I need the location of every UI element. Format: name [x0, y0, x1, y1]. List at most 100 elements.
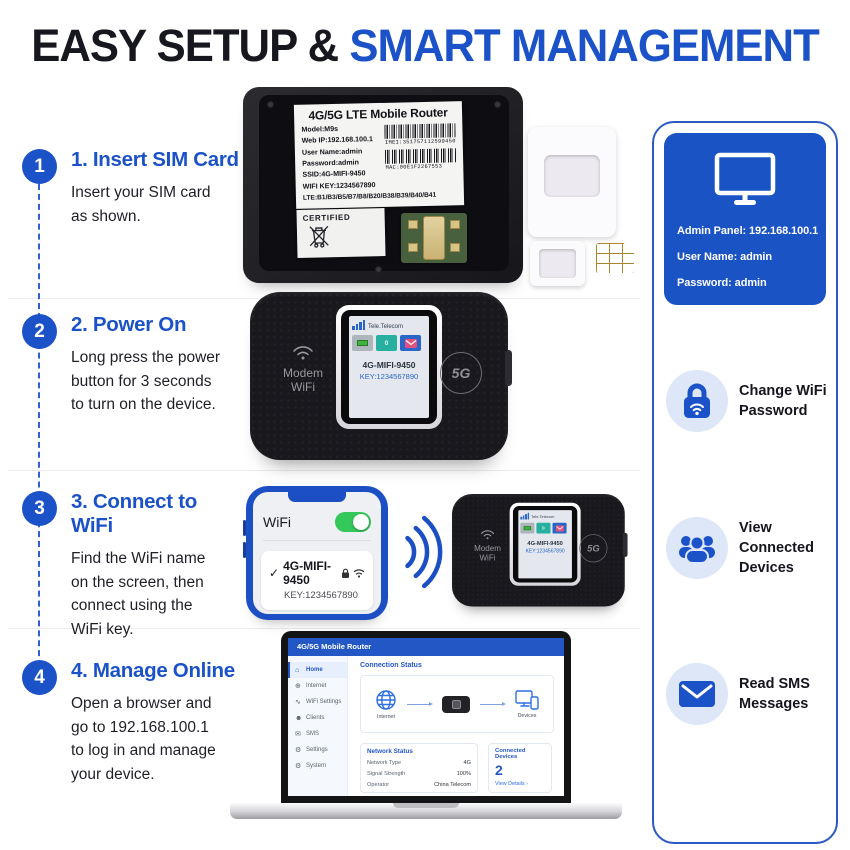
- lock-wifi-icon: [684, 383, 710, 418]
- sim-adapter-cutout: [544, 155, 600, 197]
- steps-connector-line: [38, 184, 40, 676]
- modem-wifi-logo: Modem WiFi: [272, 344, 334, 395]
- screw-icon: [494, 101, 501, 108]
- screw-icon: [267, 101, 274, 108]
- step-3: 3 3. Connect to WiFi Find the WiFi name …: [22, 490, 240, 641]
- device-spec-label: 4G/5G LTE Mobile Router Model:M9s Web IP…: [293, 101, 465, 209]
- step-1-number-badge: 1: [22, 149, 57, 184]
- checkmark-icon: ✓: [269, 566, 280, 580]
- gear-icon: ⚙: [295, 747, 302, 754]
- step-2: 2 2. Power On Long press the power butto…: [22, 313, 240, 417]
- 5g-badge: 5G: [579, 534, 608, 563]
- sidebar-item-settings[interactable]: ⚙Settings: [295, 747, 328, 754]
- wifi-network-card[interactable]: ✓ 4G-MIFI-9450 KEY:1234567890: [261, 551, 373, 610]
- carrier-name: Tele.Telecom: [531, 515, 555, 520]
- internet-node: Internet: [375, 689, 397, 720]
- battery-icon: [352, 335, 373, 351]
- step-3-heading: 3. Connect to WiFi: [71, 490, 197, 537]
- people-icon: [679, 535, 715, 564]
- label-web-ip: Web IP:192.168.100.1: [301, 135, 373, 146]
- step-3-number-badge: 3: [22, 491, 57, 526]
- feature-read-sms: Read SMS Messages: [666, 663, 834, 725]
- wifi-status-icon: 0: [376, 335, 397, 351]
- sidebar-item-clients[interactable]: ☻Clients: [295, 714, 325, 722]
- wifi-icon: [353, 569, 365, 578]
- sidebar-item-internet[interactable]: ⊕Internet: [295, 683, 327, 690]
- router-screen-ssid: 4G-MIFI-9450: [362, 360, 416, 370]
- phone-side-button: [243, 542, 246, 558]
- globe-icon: [376, 689, 396, 710]
- wifi-toggle[interactable]: [335, 512, 371, 532]
- feature-view-connected-devices: View Connected Devices: [666, 517, 834, 579]
- router-node: [442, 695, 470, 713]
- title-part-dark: EASY SETUP &: [31, 20, 350, 71]
- label-wifi-key: WIFI KEY:1234567890: [302, 180, 376, 191]
- lock-icon: [342, 568, 349, 578]
- sidebar-item-wifi-settings[interactable]: ∿WiFi Settings: [295, 699, 342, 706]
- feature-icon-circle: [666, 370, 728, 432]
- modem-wifi-logo: Modem WiFi: [467, 529, 509, 563]
- step-1-body: Insert your SIM card as shown.: [71, 184, 211, 225]
- laptop-illustration: 4G/5G Mobile Router ⌂Home ⊕Internet ∿WiF…: [281, 631, 571, 803]
- sidebar-item-home[interactable]: ⌂Home: [288, 662, 347, 678]
- smartphone-illustration: WiFi ✓ 4G-MIFI-9450 KEY:1234567890: [243, 486, 388, 620]
- weee-bin-icon: [309, 225, 329, 248]
- admin-web-ui: 4G/5G Mobile Router ⌂Home ⊕Internet ∿WiF…: [288, 638, 564, 796]
- sim-contact-pad: [450, 243, 460, 252]
- admin-ui-sidebar: ⌂Home ⊕Internet ∿WiFi Settings ☻Clients …: [288, 656, 348, 796]
- mifi-router-photo: Modem WiFi Tele.Telecom 0: [250, 292, 512, 460]
- 5g-badge: 5G: [440, 352, 482, 394]
- sim-adapter-micro: [530, 241, 585, 286]
- router-screen: Tele.Telecom 0 4G-MIFI-9450 KEY:12345678…: [509, 502, 581, 586]
- label-title: 4G/5G LTE Mobile Router: [308, 105, 448, 123]
- connected-devices-count: 2: [495, 762, 503, 778]
- admin-password: Password: admin: [677, 277, 767, 289]
- power-button: [622, 532, 628, 557]
- home-icon: ⌂: [295, 666, 300, 674]
- imei-barcode: [384, 123, 456, 139]
- page-title: EASY SETUP & SMART MANAGEMENT: [13, 20, 838, 72]
- step-3-body: Find the WiFi name on the screen, then c…: [71, 550, 206, 638]
- sim-contact-pad: [450, 220, 460, 229]
- view-details-link[interactable]: View Details ›: [495, 781, 528, 787]
- devices-node: Devices: [515, 689, 539, 719]
- sidebar-item-sms[interactable]: ✉SMS: [295, 731, 320, 738]
- router-screen-key: KEY:1234567890: [525, 547, 565, 554]
- connected-devices-card: Connected Devices 2 View Details ›: [488, 743, 552, 793]
- feature-label: Read SMS Messages: [739, 676, 810, 712]
- arrow-icon: [479, 701, 506, 708]
- step-4: 4 4. Manage Online Open a browser and go…: [22, 659, 240, 786]
- feature-icon-circle: [666, 517, 728, 579]
- sim-adapter-standard: [528, 127, 616, 237]
- laptop-base-notch: [393, 803, 459, 808]
- step-2-number-badge: 2: [22, 314, 57, 349]
- feature-icon-circle: [666, 663, 728, 725]
- brand-text: Modem WiFi: [474, 543, 501, 563]
- step-4-number-badge: 4: [22, 660, 57, 695]
- signal-bars-icon: [520, 512, 530, 520]
- signal-bars-icon: [352, 320, 365, 330]
- certified-text: CERTIFIED: [302, 212, 351, 223]
- nano-sim-chip: [596, 243, 634, 273]
- router-screen-key: KEY:1234567890: [359, 372, 419, 381]
- admin-username: User Name: admin: [677, 251, 772, 263]
- sidebar-item-system[interactable]: ⚙System: [295, 763, 327, 770]
- carrier-name: Tele.Telecom: [368, 324, 404, 330]
- sms-icon: [400, 335, 421, 351]
- feature-change-wifi-password: Change WiFi Password: [666, 370, 834, 432]
- imei-text: IMEI:351757112599450: [384, 138, 456, 146]
- arrow-icon: [406, 701, 433, 708]
- wifi-arcs-icon: [480, 530, 495, 540]
- screw-icon: [375, 266, 382, 273]
- phone-side-button: [243, 520, 246, 536]
- sms-icon: ✉: [295, 731, 301, 738]
- router-internals-photo: 4G/5G LTE Mobile Router Model:M9s Web IP…: [243, 87, 523, 283]
- step-4-body: Open a browser and go to 192.168.100.1 t…: [71, 695, 216, 783]
- step-1: 1 1. Insert SIM Card Insert your SIM car…: [22, 148, 240, 228]
- sim-contact-pad: [408, 243, 418, 252]
- feature-label: Change WiFi Password: [739, 383, 827, 419]
